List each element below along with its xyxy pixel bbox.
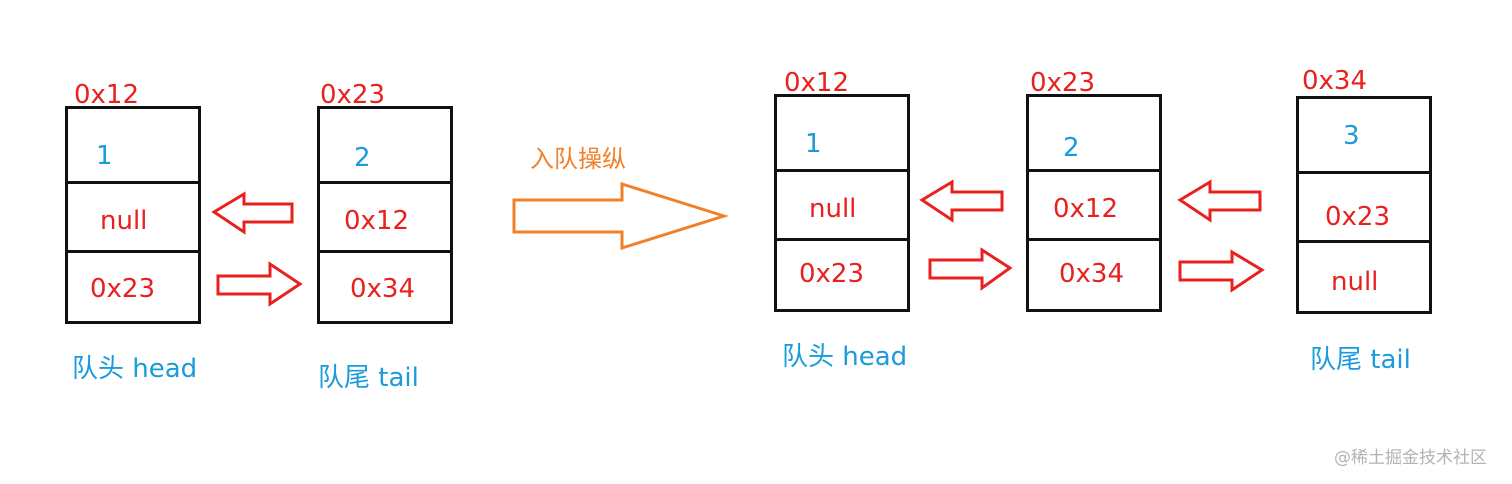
node-value: 2	[1063, 133, 1080, 163]
next-pointer-cell: 0x23	[68, 253, 198, 321]
list-node: 2 0x12 0x34	[317, 106, 453, 324]
next-pointer-cell: 0x23	[777, 241, 907, 309]
node-address: 0x34	[1302, 66, 1368, 96]
next-pointer-cell: null	[1299, 243, 1429, 311]
list-node: 2 0x12 0x34	[1026, 94, 1162, 312]
prev-pointer-cell: 0x12	[1029, 169, 1159, 241]
value-cell: 1	[68, 109, 198, 181]
next-link-arrow	[928, 247, 1013, 291]
next-pointer-value: 0x23	[90, 274, 156, 304]
next-pointer-value: 0x23	[799, 259, 865, 289]
next-pointer-value: null	[1331, 267, 1379, 297]
node-address: 0x12	[784, 68, 850, 98]
list-node: 1 null 0x23	[65, 106, 201, 324]
head-label: 队头 head	[782, 342, 908, 372]
value-cell: 3	[1299, 99, 1429, 171]
prev-pointer-cell: null	[777, 169, 907, 241]
next-pointer-cell: 0x34	[320, 253, 450, 321]
prev-link-arrow	[919, 179, 1004, 223]
prev-link-arrow	[1177, 179, 1262, 223]
node-value: 2	[354, 143, 371, 173]
node-value: 3	[1343, 121, 1360, 151]
list-node: 1 null 0x23	[774, 94, 910, 312]
node-address: 0x12	[74, 80, 140, 110]
tail-label: 队尾 tail	[318, 363, 419, 393]
next-link-arrow	[216, 261, 303, 307]
list-node: 3 0x23 null	[1296, 96, 1432, 314]
head-label: 队头 head	[72, 354, 198, 384]
prev-pointer-value: 0x23	[1325, 202, 1391, 232]
node-address: 0x23	[1030, 68, 1096, 98]
prev-pointer-cell: null	[68, 181, 198, 253]
prev-pointer-value: 0x12	[1053, 194, 1119, 224]
node-value: 1	[96, 141, 113, 171]
node-address: 0x23	[320, 80, 386, 110]
prev-pointer-value: null	[809, 194, 857, 224]
value-cell: 1	[777, 97, 907, 169]
next-pointer-cell: 0x34	[1029, 241, 1159, 309]
node-value: 1	[805, 129, 822, 159]
next-pointer-value: 0x34	[1059, 259, 1125, 289]
prev-pointer-cell: 0x23	[1299, 171, 1429, 243]
operation-label: 入队操纵	[530, 145, 626, 173]
prev-pointer-cell: 0x12	[320, 181, 450, 253]
prev-link-arrow	[211, 191, 294, 235]
value-cell: 2	[320, 109, 450, 181]
prev-pointer-value: null	[100, 206, 148, 236]
watermark: @稀土掘金技术社区	[1334, 448, 1487, 468]
tail-label: 队尾 tail	[1310, 345, 1411, 375]
operation-arrow	[512, 181, 730, 251]
value-cell: 2	[1029, 97, 1159, 169]
next-link-arrow	[1178, 249, 1265, 293]
next-pointer-value: 0x34	[350, 274, 416, 304]
prev-pointer-value: 0x12	[344, 206, 410, 236]
